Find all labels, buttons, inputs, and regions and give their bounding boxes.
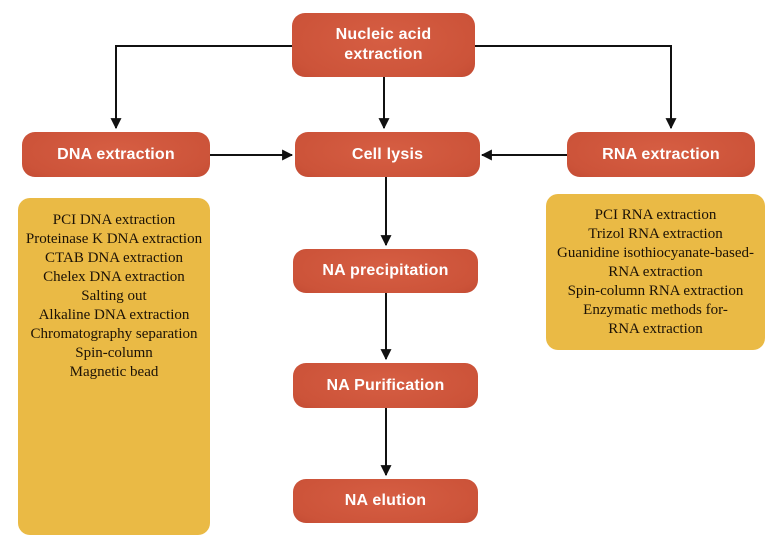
node-na-purification: NA Purification: [293, 363, 478, 408]
method-item: Chromatography separation: [30, 326, 198, 342]
node-label: NA Purification: [326, 376, 445, 394]
method-item: PCI RNA extraction: [594, 207, 717, 223]
method-item: RNA extraction: [608, 264, 703, 280]
node-label: DNA extraction: [57, 145, 175, 163]
arrow-root-to-rna: [475, 45, 677, 130]
method-item: PCI DNA extraction: [52, 212, 176, 228]
method-item: Alkaline DNA extraction: [38, 307, 190, 323]
method-item: Trizol RNA extraction: [588, 226, 723, 242]
method-item: Chelex DNA extraction: [43, 269, 185, 285]
node-label: Cell lysis: [351, 145, 424, 163]
node-cell-lysis: Cell lysis: [295, 132, 480, 177]
node-na-precipitation: NA precipitation: [293, 249, 478, 293]
node-label: RNA extraction: [602, 145, 720, 163]
method-item: RNA extraction: [608, 321, 703, 337]
method-item: Salting out: [81, 288, 147, 304]
node-nucleic-acid-extraction: Nucleic acid extraction: [292, 13, 475, 77]
method-item: Spin-column: [75, 345, 153, 361]
method-item: Spin-column RNA extraction: [567, 283, 744, 299]
method-item: Proteinase K DNA extraction: [25, 231, 203, 247]
method-item: Enzymatic methods for-: [583, 302, 728, 318]
node-label: Nucleic acid extraction: [335, 26, 432, 63]
arrow-root-to-dna: [110, 45, 292, 130]
node-label: NA precipitation: [322, 262, 449, 279]
method-item: Guanidine isothiocyanate-based-: [556, 245, 754, 261]
node-rna-extraction: RNA extraction: [567, 132, 755, 177]
method-item: Magnetic bead: [69, 364, 159, 380]
method-item: CTAB DNA extraction: [45, 250, 183, 266]
node-label: NA elution: [344, 492, 427, 509]
node-dna-extraction: DNA extraction: [22, 132, 210, 177]
node-na-elution: NA elution: [293, 479, 478, 523]
